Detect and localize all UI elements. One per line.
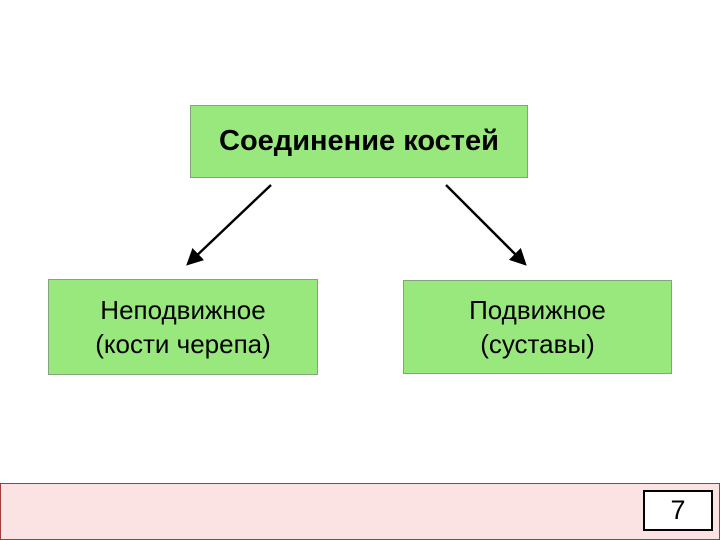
page-number: 7 bbox=[670, 495, 686, 525]
diagram-root-label: Соединение костей bbox=[219, 125, 499, 157]
diagram-right-node-line2: (суставы) bbox=[480, 329, 595, 359]
diagram-left-node: Неподвижное (кости черепа) bbox=[48, 279, 318, 375]
diagram-left-node-line1: Неподвижное bbox=[100, 295, 266, 325]
diagram-right-node-line1: Подвижное bbox=[469, 295, 606, 325]
arrow-to-right-node bbox=[445, 184, 527, 266]
footer-strip bbox=[0, 483, 720, 540]
diagram-right-node: Подвижное (суставы) bbox=[403, 280, 672, 374]
diagram-left-node-line2: (кости черепа) bbox=[95, 329, 271, 359]
diagram-root-node: Соединение костей bbox=[190, 105, 528, 178]
arrow-to-left-node bbox=[186, 184, 272, 266]
page-number-box: 7 bbox=[643, 490, 713, 531]
